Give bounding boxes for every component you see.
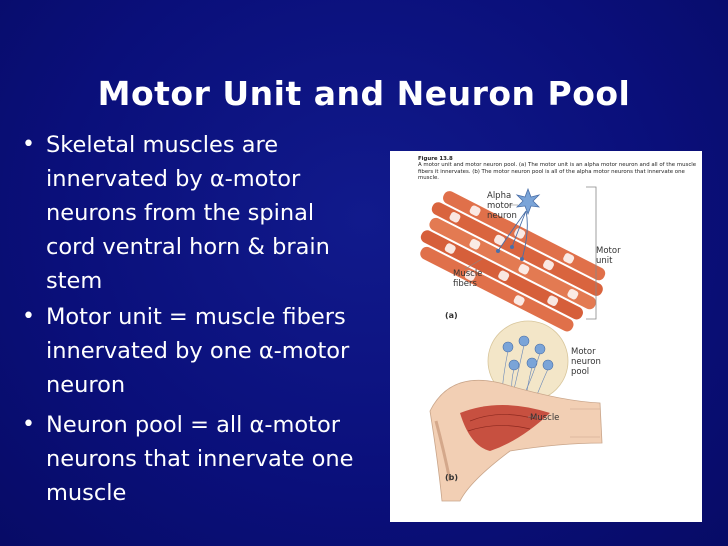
label-motor-neuron-pool: Motor neuron pool	[571, 347, 601, 377]
slide-title: Motor Unit and Neuron Pool	[97, 74, 631, 113]
bullet-item: • Motor unit = muscle fibers innervated …	[18, 300, 368, 402]
label-muscle-fibers: Muscle fibers	[453, 269, 483, 289]
bullet-item: • Skeletal muscles are innervated by α-m…	[18, 128, 368, 298]
bullet-symbol: •	[22, 132, 35, 157]
bullet-item: • Neuron pool = all α-motor neurons that…	[18, 408, 368, 510]
panel-a-label: (a)	[445, 311, 458, 320]
alpha-motor-neuron-icon	[496, 187, 541, 261]
label-motor-unit: Motor unit	[596, 246, 621, 266]
figure-illustration	[420, 186, 606, 502]
bullet-text: Skeletal muscles are innervated by α-mot…	[46, 132, 330, 294]
bullet-symbol: •	[22, 304, 35, 329]
bullet-list: • Skeletal muscles are innervated by α-m…	[18, 128, 368, 510]
motor-unit-bracket	[586, 186, 597, 320]
motor-unit-figure: Figure 13.8 A motor unit and motor neuro…	[390, 151, 702, 522]
panel-b-label: (b)	[445, 473, 459, 482]
arm-illustration	[429, 379, 603, 502]
bullet-text: Neuron pool = all α-motor neurons that i…	[46, 412, 354, 506]
muscle-fiber-bundle	[420, 191, 606, 332]
bullet-text: Motor unit = muscle fibers innervated by…	[46, 304, 350, 398]
figure-caption-text: A motor unit and motor neuron pool. (a) …	[418, 162, 697, 182]
figure-number: Figure 13.8	[418, 156, 453, 162]
label-muscle: Muscle	[530, 413, 560, 423]
figure-caption: Figure 13.8 A motor unit and motor neuro…	[418, 156, 698, 182]
bullet-symbol: •	[22, 412, 35, 437]
label-alpha-motor-neuron: Alpha motor neuron	[487, 191, 517, 221]
